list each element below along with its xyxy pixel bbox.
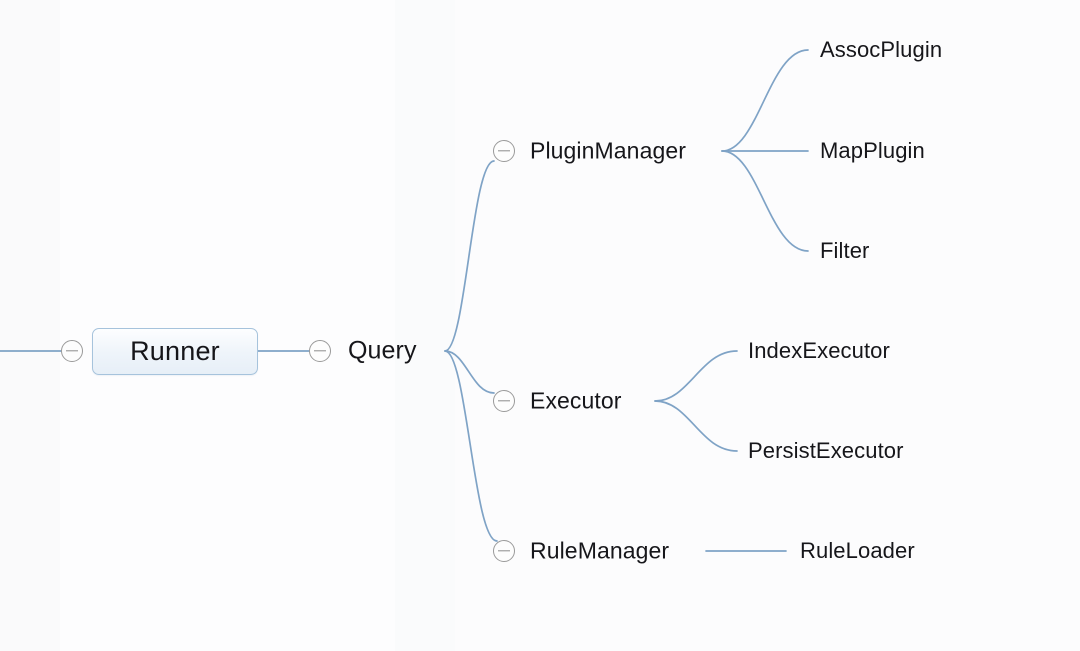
edge-query-to-rulemanager [444, 350, 498, 542]
node-label-indexexecutor[interactable]: IndexExecutor [748, 338, 890, 363]
root-node-label: Runner [130, 336, 220, 366]
edge-executor-to-persistexecutor [654, 400, 738, 452]
edge-pluginmanager-to-filter [721, 150, 809, 252]
root-node-runner[interactable]: Runner [92, 328, 258, 375]
node-label-ruleloader[interactable]: RuleLoader [800, 538, 915, 563]
node-label-persistexecutor[interactable]: PersistExecutor [748, 438, 904, 463]
node-label-executor[interactable]: Executor [530, 387, 622, 414]
edge-query-to-executor [444, 350, 495, 394]
collapse-icon-rulemanager[interactable] [493, 540, 515, 562]
edge-executor-to-indexexecutor [654, 350, 738, 402]
node-label-mapplugin[interactable]: MapPlugin [820, 138, 925, 163]
collapse-icon-executor[interactable] [493, 390, 515, 412]
collapse-icon-runner[interactable] [61, 340, 83, 362]
edge-pluginmanager-to-assocplugin [721, 49, 809, 152]
node-label-assocplugin[interactable]: AssocPlugin [820, 37, 943, 62]
node-label-rulemanager[interactable]: RuleManager [530, 537, 670, 564]
collapse-icon-query[interactable] [309, 340, 331, 362]
node-label-query[interactable]: Query [348, 336, 417, 365]
node-label-filter[interactable]: Filter [820, 238, 870, 263]
node-label-pluginmanager[interactable]: PluginManager [530, 137, 687, 164]
edge-query-to-pluginmanager [444, 160, 495, 352]
collapse-icon-pluginmanager[interactable] [493, 140, 515, 162]
